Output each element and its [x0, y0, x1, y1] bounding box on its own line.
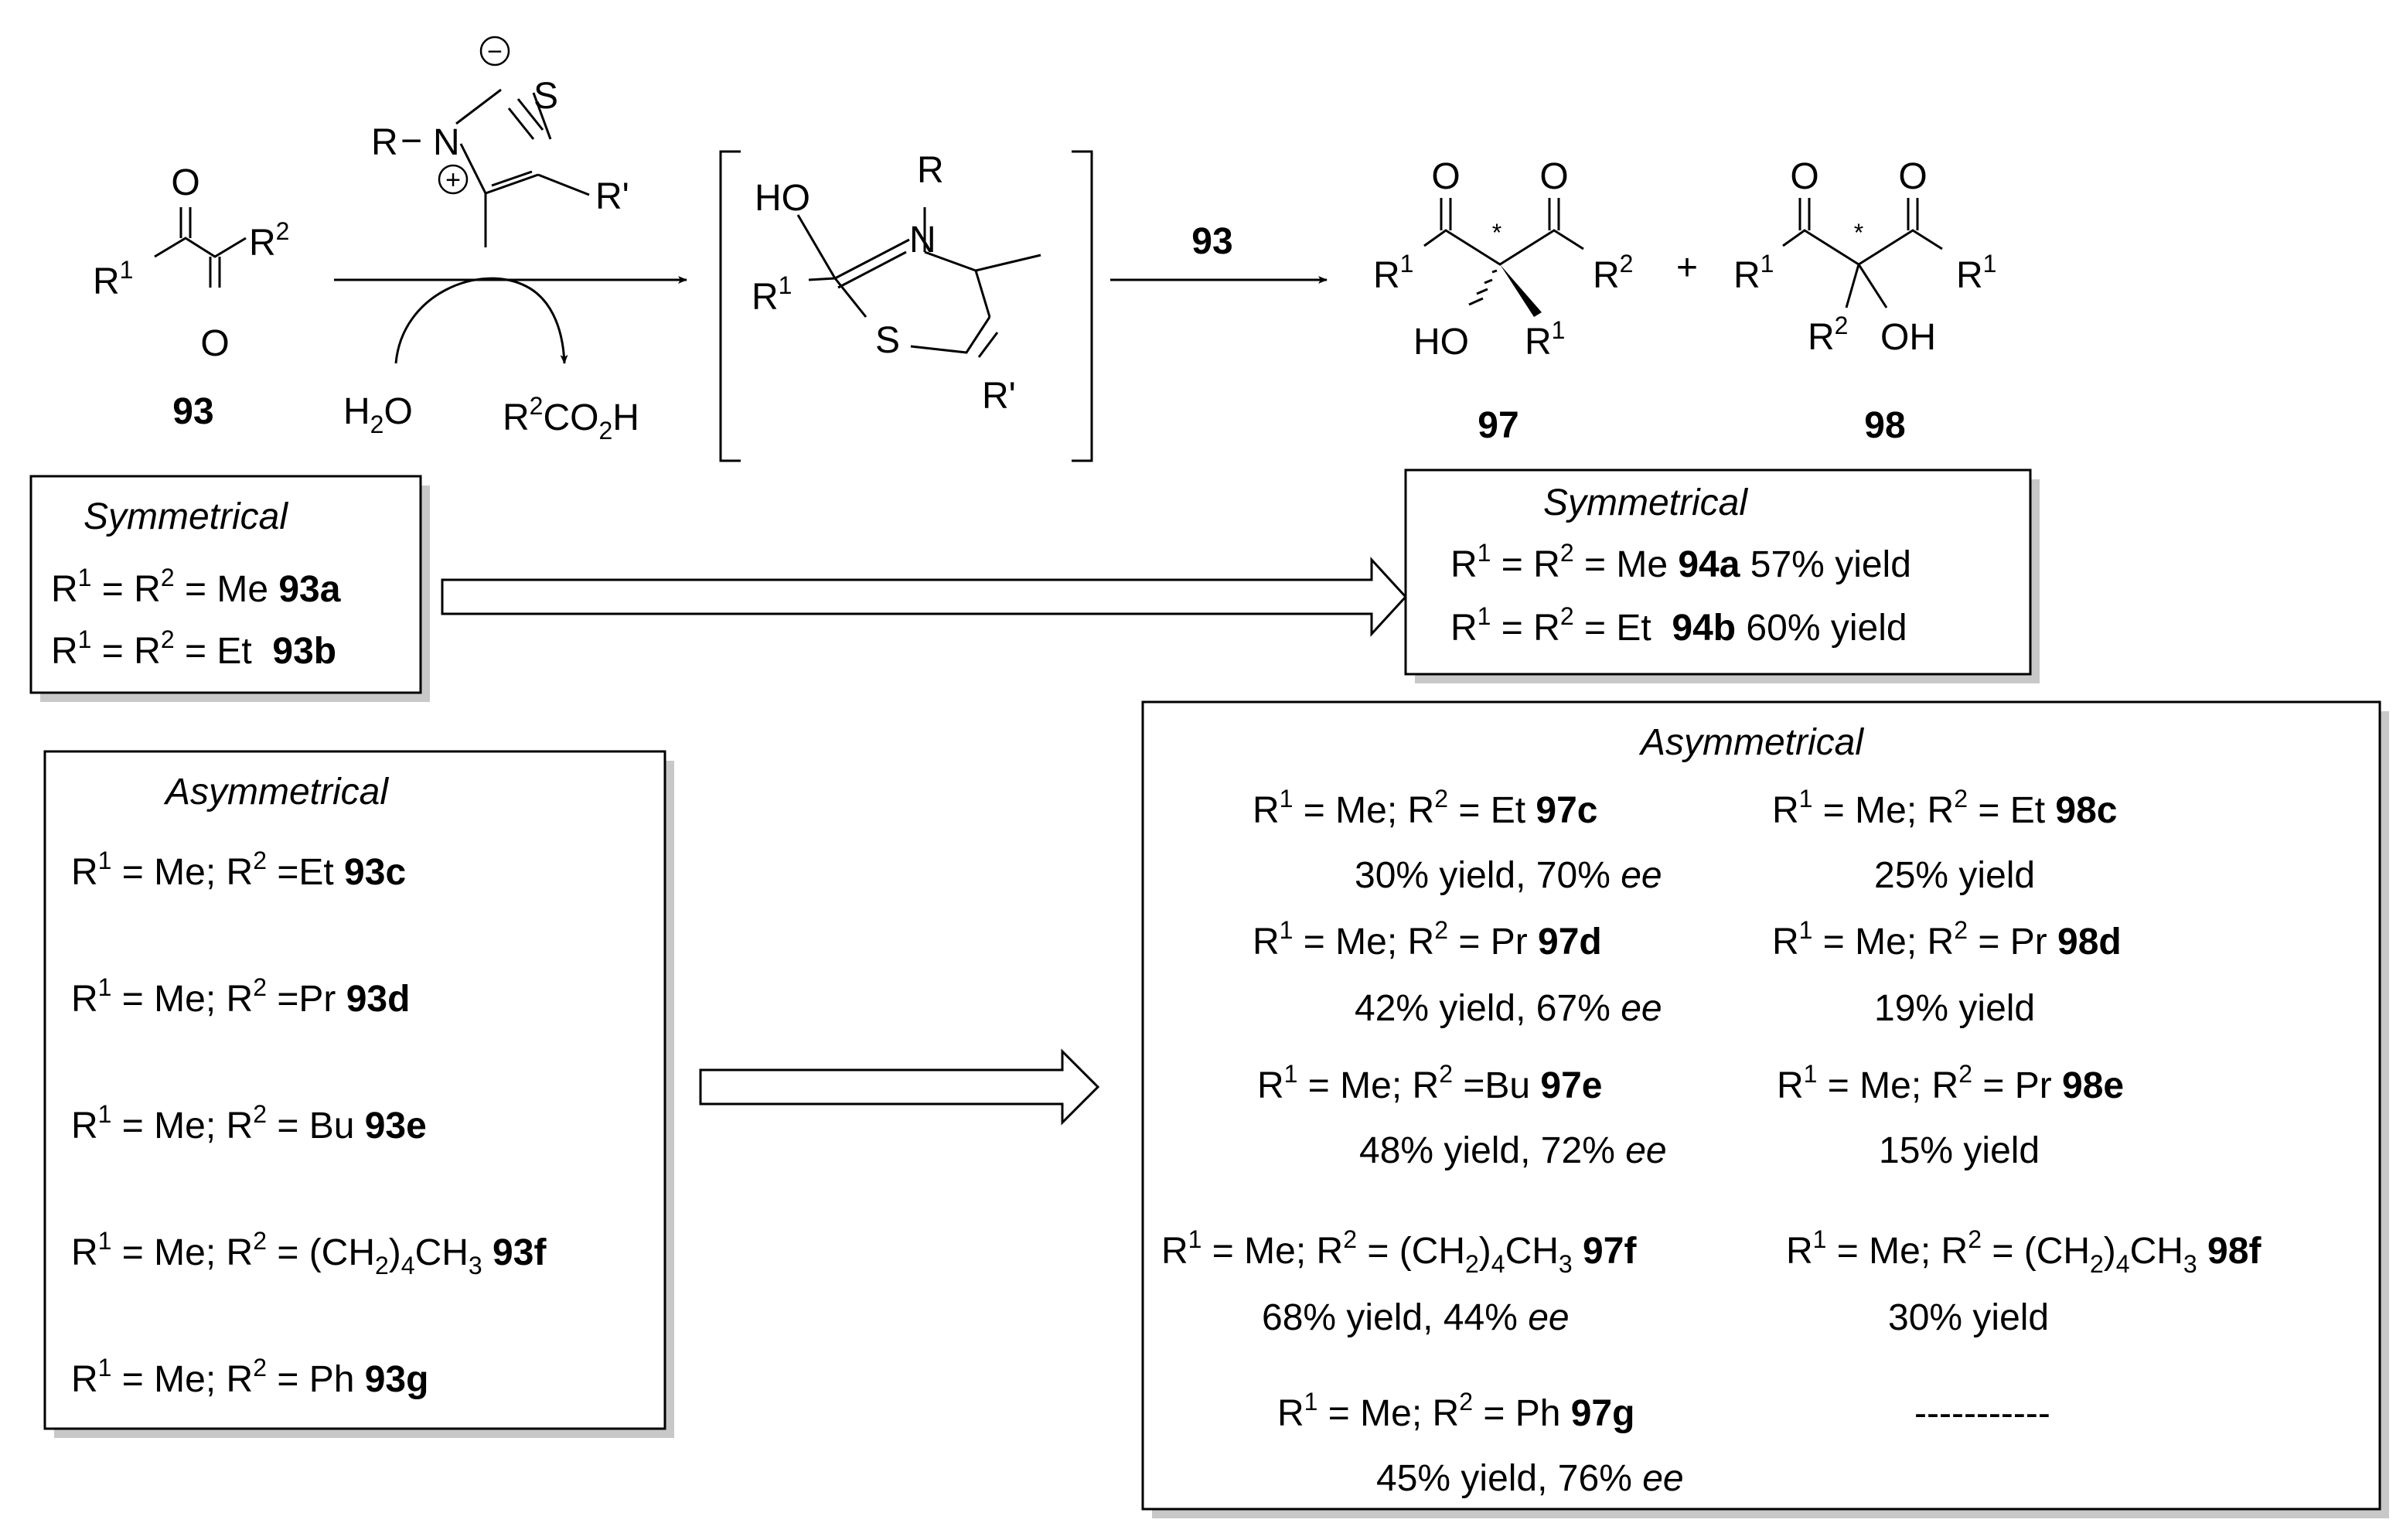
sym-row-94b: R1 = R2 = Et 94b 60% yield: [1450, 602, 1907, 649]
open-arrow-symmetrical: [441, 557, 1408, 637]
r-prime-int: R': [982, 376, 1016, 417]
r2-group-97: R2: [1593, 250, 1633, 296]
yield-97g: 45% yield, 76% ee: [1376, 1458, 1684, 1499]
oxygen-bottom: O: [200, 323, 229, 364]
hydroxy-97: HO: [1413, 322, 1469, 363]
result-98d: R1 = Me; R2 = Pr 98d: [1772, 916, 2122, 962]
yield-97e: 48% yield, 72% ee: [1359, 1130, 1667, 1171]
yield-98d: 19% yield: [1874, 988, 2035, 1029]
compound-label-97: 97: [1478, 405, 1518, 446]
sulfur-atom-int: S: [875, 320, 900, 361]
hydroxy-group: HO: [755, 178, 810, 219]
asymmetrical-title-left: Asymmetrical: [163, 772, 389, 813]
compound-label-98: 98: [1864, 405, 1905, 446]
sym-row-93a: R1 = R2 = Me 93a: [51, 564, 341, 610]
yield-97d: 42% yield, 67% ee: [1355, 988, 1662, 1029]
byproduct-label: R2CO2H: [503, 392, 639, 445]
yield-98c: 25% yield: [1874, 855, 2035, 896]
breslow-intermediate: HO R N R1 S R': [719, 150, 1093, 462]
sym-row-93b: R1 = R2 = Et 93b: [51, 625, 336, 672]
open-arrow-asymmetrical: [699, 1048, 1100, 1126]
compound-label-93: 93: [172, 391, 213, 432]
asym-row-93f: R1 = Me; R2 = (CH2)4CH3 93f: [71, 1227, 547, 1279]
result-98e: R1 = Me; R2 = Pr 98e: [1777, 1060, 2124, 1106]
oxygen-top: O: [171, 162, 199, 203]
oxygen-97-left: O: [1431, 156, 1460, 197]
asymmetrical-substrates-box: Asymmetrical R1 = Me; R2 =Et 93c R1 = Me…: [43, 750, 674, 1438]
yield-97c: 30% yield, 70% ee: [1355, 855, 1662, 896]
r2-group: R2: [249, 217, 289, 264]
sym-row-94a: R1 = R2 = Me 94a 57% yield: [1450, 539, 1911, 585]
reagent-label-93: 93: [1191, 221, 1232, 262]
asym-row-93d: R1 = Me; R2 =Pr 93d: [71, 973, 410, 1020]
product-98: O O R1 * R1 R2 OH 98: [1733, 156, 1996, 446]
symmetrical-title-left: Symmetrical: [84, 496, 288, 537]
stereocenter-star-98: *: [1854, 219, 1863, 247]
symmetrical-title-right: Symmetrical: [1543, 482, 1748, 523]
yield-98e: 15% yield: [1879, 1130, 2040, 1171]
plus-sign: +: [1676, 247, 1698, 288]
r1b-group-98: R1: [1956, 250, 1996, 296]
r1b-group-97: R1: [1525, 316, 1565, 363]
asym-row-93g: R1 = Me; R2 = Ph 93g: [71, 1354, 428, 1400]
no-product-dashes: -----------: [1914, 1393, 2050, 1434]
result-98f: R1 = Me; R2 = (CH2)4CH3 98f: [1786, 1225, 2262, 1278]
r-prime-group: R': [595, 176, 629, 217]
plus-charge: +: [445, 165, 461, 195]
r1-group-97: R1: [1373, 250, 1413, 296]
result-98c: R1 = Me; R2 = Et 98c: [1772, 785, 2117, 831]
r2-group-98: R2: [1808, 312, 1848, 358]
hydroxy-98: OH: [1880, 317, 1936, 358]
asym-row-93e: R1 = Me; R2 = Bu 93e: [71, 1100, 427, 1146]
asymmetrical-title-right: Asymmetrical: [1638, 722, 1864, 763]
r1-group-int: R1: [752, 271, 792, 318]
result-97g: R1 = Me; R2 = Ph 97g: [1277, 1388, 1634, 1434]
sulfur-atom: S: [533, 76, 558, 117]
reactant-93: O O R1 R2 93: [93, 162, 289, 432]
r1-group: R1: [93, 256, 133, 302]
result-97c: R1 = Me; R2 = Et 97c: [1253, 785, 1597, 831]
thiazolium-catalyst: − + S N R − R': [371, 36, 629, 247]
result-97d: R1 = Me; R2 = Pr 97d: [1253, 916, 1602, 962]
asym-row-93c: R1 = Me; R2 =Et 93c: [71, 847, 406, 893]
oxygen-97-right: O: [1539, 156, 1568, 197]
nitrogen-atom: N: [433, 122, 460, 163]
n-r-group: R: [917, 150, 944, 191]
hashed-bond: [1468, 269, 1498, 306]
result-97f: R1 = Me; R2 = (CH2)4CH3 97f: [1161, 1225, 1637, 1278]
symmetrical-products-box: Symmetrical R1 = R2 = Me 94a 57% yield R…: [1404, 468, 2040, 683]
oxygen-98-left: O: [1790, 156, 1818, 197]
r1-group-98: R1: [1733, 250, 1774, 296]
result-97e: R1 = Me; R2 =Bu 97e: [1257, 1060, 1603, 1106]
curved-arrow: [394, 277, 568, 364]
r-group: R: [371, 122, 398, 163]
bond-dash: −: [400, 121, 422, 162]
stereocenter-star-97: *: [1492, 219, 1501, 247]
symmetrical-substrates-box: Symmetrical R1 = R2 = Me 93a R1 = R2 = E…: [29, 475, 430, 702]
wedge-bond: [1500, 264, 1542, 317]
water-label: H2O: [343, 391, 413, 438]
yield-98f: 30% yield: [1888, 1297, 2049, 1338]
minus-charge: −: [487, 37, 503, 66]
product-97: O O R1 * R2 HO R1 97: [1373, 156, 1633, 446]
nitrogen-atom-int: N: [909, 220, 936, 261]
oxygen-98-right: O: [1898, 156, 1927, 197]
asymmetrical-products-box: Asymmetrical R1 = Me; R2 = Et 97c 30% yi…: [1141, 700, 2389, 1518]
yield-97f: 68% yield, 44% ee: [1262, 1297, 1570, 1338]
